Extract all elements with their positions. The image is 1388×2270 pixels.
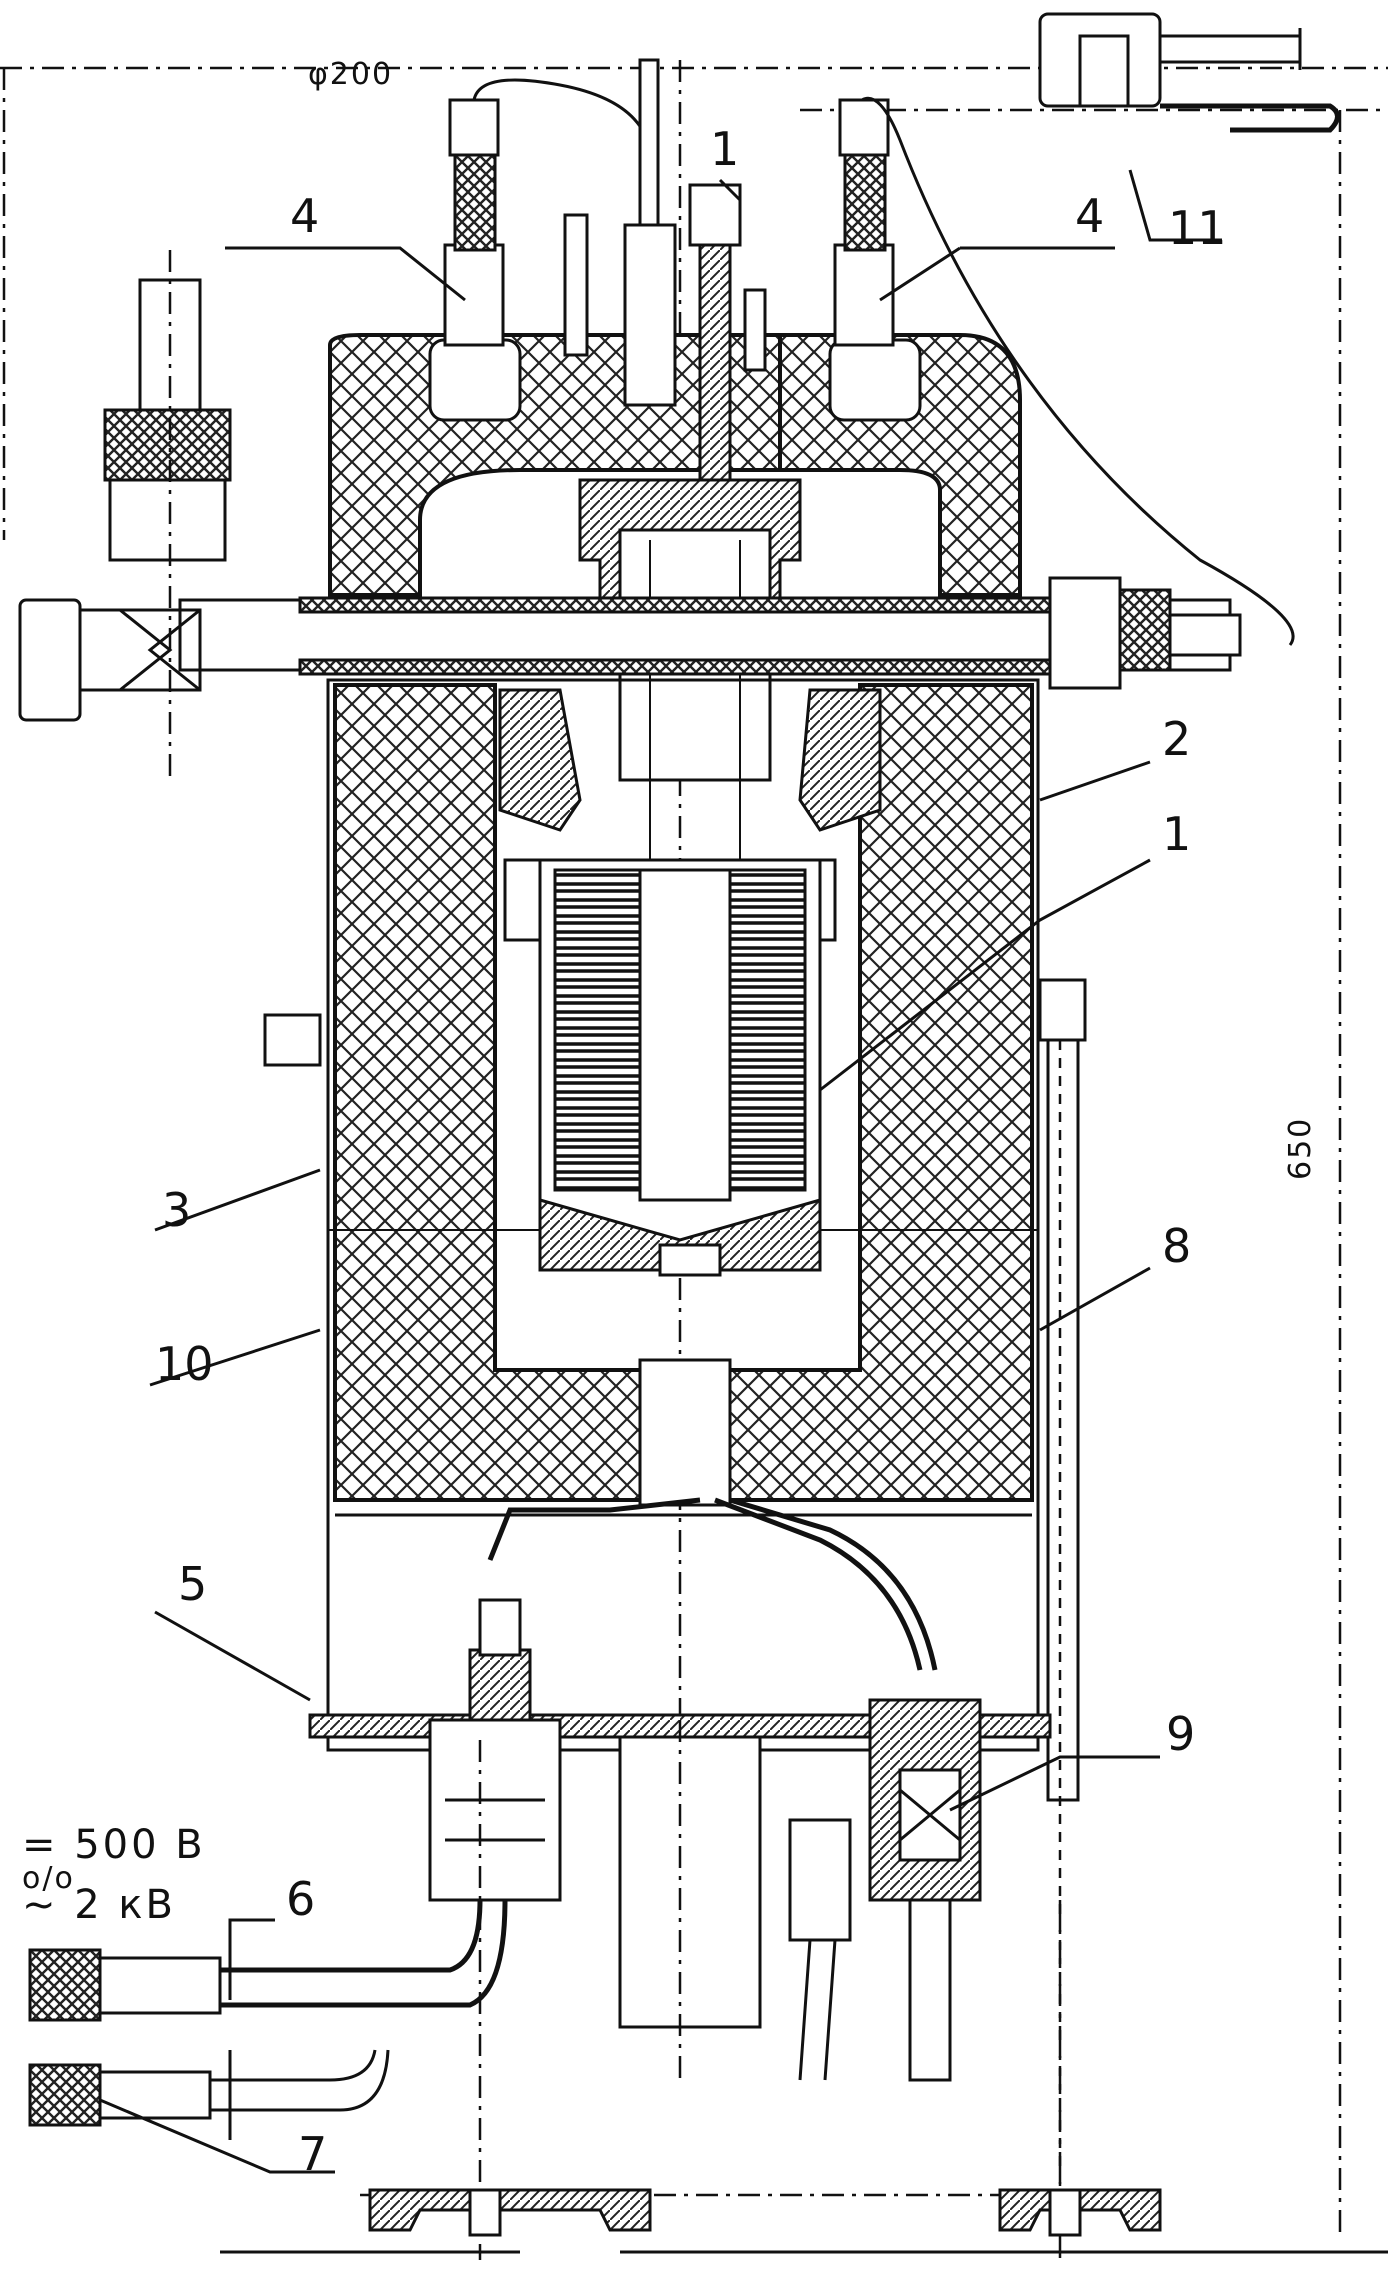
callout-10: 10 bbox=[155, 1337, 214, 1391]
diameter-dimension-label: φ200 bbox=[308, 57, 393, 92]
ac-voltage-label: ~ 2 кВ bbox=[22, 1882, 176, 1928]
callout-6: 6 bbox=[286, 1872, 315, 1926]
horizontal-inlet-bar bbox=[18, 576, 1242, 722]
callout-11: 11 bbox=[1168, 201, 1227, 255]
callout-3: 3 bbox=[162, 1183, 191, 1237]
upper-cap bbox=[328, 333, 1022, 597]
cable-inlet-7 bbox=[28, 2049, 390, 2140]
sensor-right-4 bbox=[833, 97, 1295, 646]
callout-2: 2 bbox=[1162, 712, 1191, 766]
side-inlet-fitting bbox=[103, 250, 232, 780]
callout-4-right: 4 bbox=[1075, 189, 1104, 243]
cable-inlet-6 bbox=[28, 1899, 508, 2022]
callout-5: 5 bbox=[178, 1557, 207, 1611]
callout-8: 8 bbox=[1162, 1219, 1191, 1273]
height-dimension-label: 650 bbox=[1283, 1117, 1318, 1180]
finned-electrode bbox=[498, 688, 882, 1277]
bottom-wiring bbox=[487, 1497, 938, 1671]
callout-axis-top: 1 bbox=[710, 122, 739, 176]
plug-connector-11 bbox=[1038, 12, 1340, 133]
callout-1: 1 bbox=[1162, 807, 1191, 861]
voltage-prefix-label: о/о bbox=[22, 1861, 75, 1896]
callout-9: 9 bbox=[1166, 1707, 1195, 1761]
dc-voltage-label: = 500 В bbox=[22, 1822, 206, 1868]
callout-4-left: 4 bbox=[290, 189, 319, 243]
callout-7: 7 bbox=[298, 2127, 327, 2181]
leader-lines bbox=[99, 169, 1222, 2174]
housing-body bbox=[263, 678, 1087, 2200]
sensor-left-4 bbox=[443, 78, 652, 347]
connector-5 bbox=[428, 1598, 562, 1902]
valve-9 bbox=[788, 1698, 982, 2082]
